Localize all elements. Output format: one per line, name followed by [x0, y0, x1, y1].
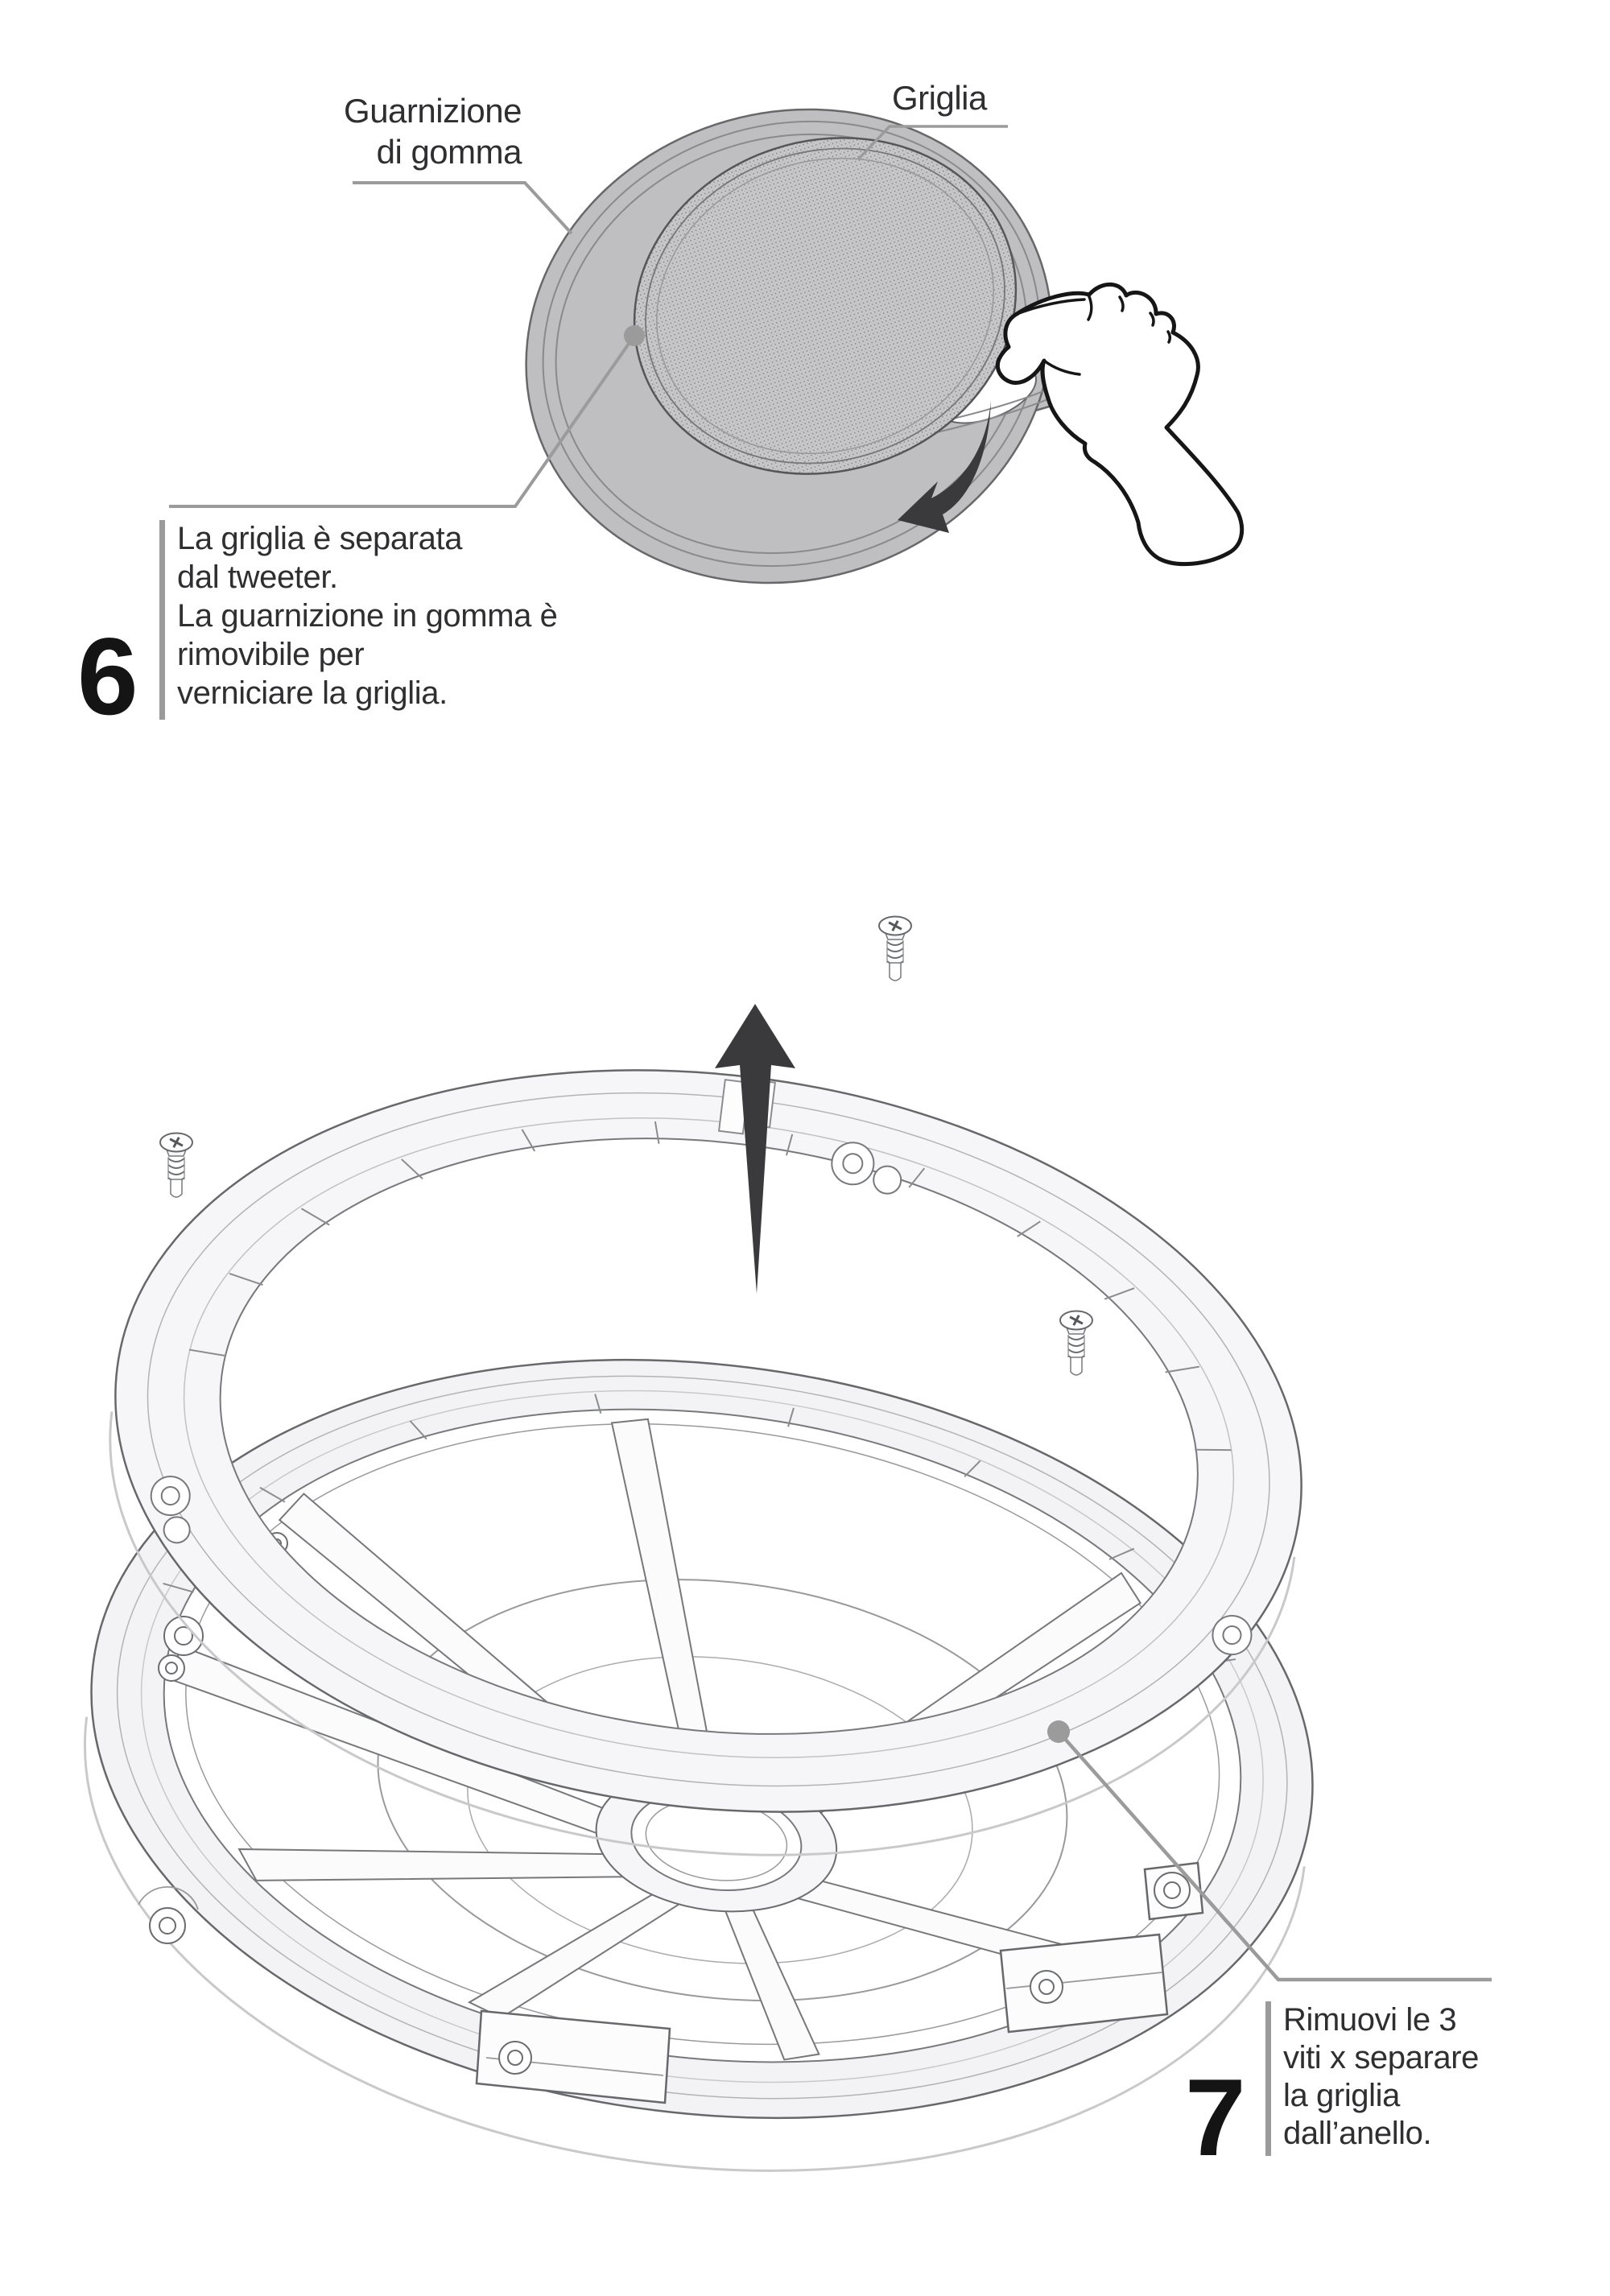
screw-icon: [1059, 1310, 1094, 1377]
leader-line-step6: [169, 334, 636, 508]
frame-rib-ticks: [163, 1394, 1236, 1665]
hand-illustration: [995, 282, 1245, 567]
ring-rib-ticks: [188, 1121, 1232, 1452]
step7-number: 7: [1185, 2056, 1246, 2178]
gasket-label: Guarnizione di gomma: [344, 92, 522, 171]
frame-screw-holes: [149, 1532, 1191, 2075]
step7-instruction: Rimuovi le 3 viti x separare la griglia …: [1283, 2002, 1479, 2151]
leader-line-step7: [1057, 1730, 1492, 1982]
screw-icon: [159, 1132, 194, 1199]
grille-label: Griglia: [892, 79, 987, 117]
up-arrow-icon: [715, 1004, 795, 1294]
step6-illustration: [169, 108, 1245, 584]
step6-bar: [159, 520, 165, 720]
mounting-ring-illustration: [109, 1069, 1302, 1856]
leader-line-grille: [857, 125, 1008, 161]
step6-number: 6: [77, 615, 138, 737]
step7-bar: [1265, 2001, 1271, 2156]
ring-screw-bosses: [150, 1142, 1253, 1656]
leader-line-gasket: [353, 181, 573, 235]
screw-icon: [877, 915, 913, 982]
step6-instruction: La griglia è separata dal tweeter. La gu…: [177, 521, 558, 711]
step7-illustration: [84, 915, 1492, 2172]
grille-mesh: [633, 137, 1018, 475]
rotate-arrow-icon: [898, 400, 991, 533]
